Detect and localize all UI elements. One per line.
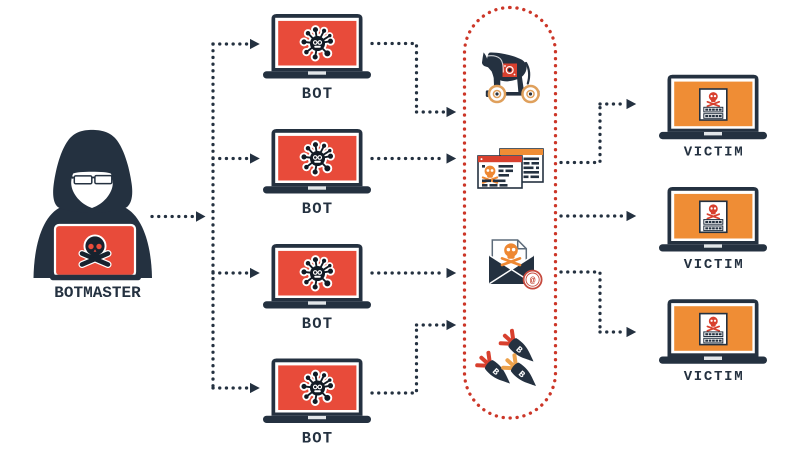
svg-text:BOT: BOT [302,430,334,448]
svg-text:BOT: BOT [302,315,334,333]
svg-text:VICTIM: VICTIM [684,369,745,385]
svg-text:VICTIM: VICTIM [684,257,745,273]
svg-text:BOTMASTER: BOTMASTER [54,284,141,302]
svg-text:VICTIM: VICTIM [684,145,745,161]
svg-text:BOT: BOT [302,85,334,103]
svg-text:@: @ [530,275,536,286]
svg-text:BOT: BOT [302,200,334,218]
